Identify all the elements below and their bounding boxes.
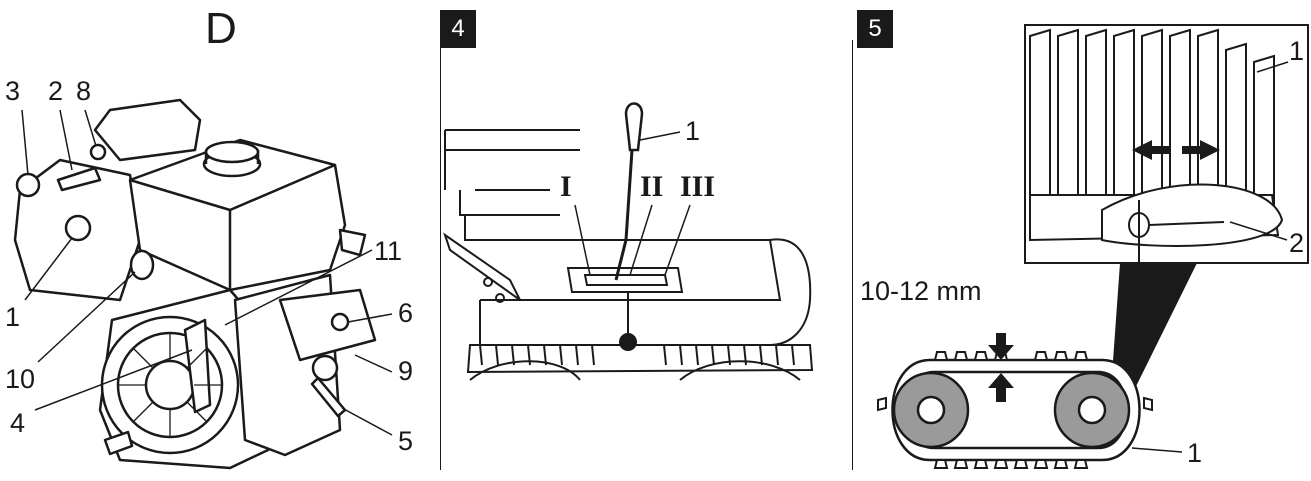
- figure-d-title: D: [205, 4, 237, 53]
- step-badge-4: 4: [440, 10, 476, 48]
- panel-divider-2: [852, 40, 853, 470]
- gear-position-3: III: [680, 170, 716, 203]
- callout-11: 11: [374, 236, 403, 266]
- panel-divider-1: [440, 40, 441, 470]
- callout-9: 9: [398, 356, 414, 386]
- engine-drawing: [13, 98, 393, 470]
- step-badge-5: 5: [857, 10, 893, 48]
- callout-5: 5: [398, 426, 414, 456]
- panel-track-tension: 5 1 2 10-12 mm 1: [852, 0, 1311, 481]
- gear-lever-drawing: [443, 102, 814, 381]
- callout-4: 4: [10, 408, 26, 438]
- panel-engine: D 3 2 8 1 10 4 11 6 9 5: [0, 0, 430, 481]
- gear-position-2: II: [640, 170, 664, 203]
- callout-1: 1: [5, 302, 21, 332]
- callout-6: 6: [398, 298, 414, 328]
- panel-gear-lever: 4 1 I II III: [440, 0, 850, 481]
- track-tension-drawing: [877, 24, 1309, 469]
- callout-track-1: 1: [1187, 438, 1203, 468]
- callout-inset-1: 1: [1289, 36, 1305, 66]
- tension-measurement: 10-12 mm: [860, 276, 982, 306]
- callout-3: 3: [5, 76, 21, 106]
- callout-2: 2: [48, 76, 64, 106]
- callout-10: 10: [5, 364, 36, 394]
- gear-position-1: I: [560, 170, 572, 203]
- callout-8: 8: [76, 76, 92, 106]
- callout-lever-1: 1: [685, 116, 701, 146]
- callout-inset-2: 2: [1289, 228, 1305, 258]
